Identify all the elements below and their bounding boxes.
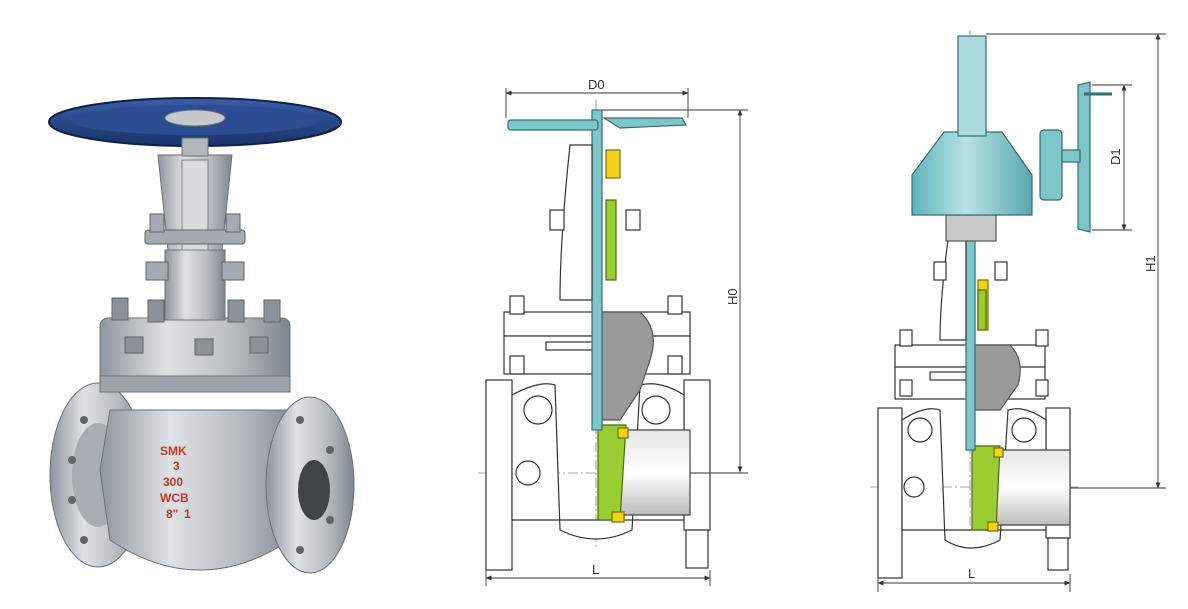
casting-mark-6: 1: [184, 507, 191, 521]
dim-label-h0: H0: [725, 288, 740, 305]
dimensions-left: [485, 88, 748, 586]
drawing-handwheel-valve: [478, 100, 712, 571]
dim-label-d1: D1: [1108, 148, 1123, 165]
dim-label-d0: D0: [588, 77, 605, 92]
dim-label-h1: H1: [1143, 255, 1158, 272]
casting-mark-4: WCB: [160, 491, 189, 505]
dim-label-l-left: L: [592, 562, 599, 577]
dim-label-l-right: L: [968, 566, 975, 581]
dimensions-right: [877, 33, 1166, 592]
drawing-gear-operated-valve: [870, 30, 1112, 579]
casting-marks: SMK 3 300 WCB 8" 1: [160, 444, 191, 521]
casting-mark-1: SMK: [160, 444, 187, 458]
bonnet-bolts: [111, 297, 281, 356]
casting-mark-3: 300: [163, 475, 183, 489]
casting-mark-2: 3: [173, 459, 180, 473]
gland-bolts: [144, 213, 246, 281]
casting-mark-5: 8": [166, 507, 178, 521]
valve-photo: SMK 3 300 WCB 8" 1: [48, 97, 355, 574]
